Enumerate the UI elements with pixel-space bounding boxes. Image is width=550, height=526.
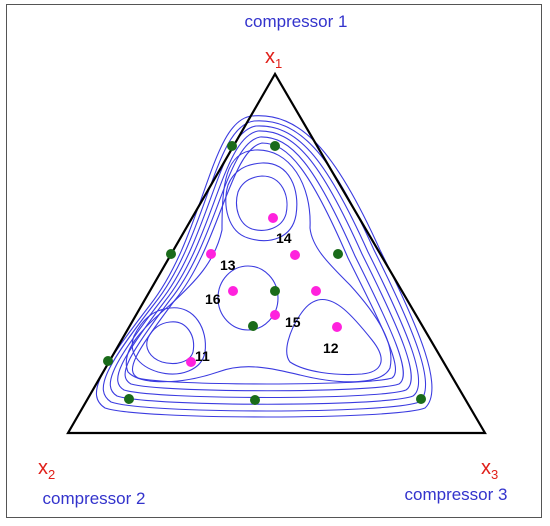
magenta-points (186, 213, 342, 367)
contour-outer-4 (117, 130, 412, 399)
point-label-13: 13 (220, 257, 236, 273)
ternary-triangle (66, 71, 487, 435)
contour-center-loop (217, 265, 279, 331)
contour-outer-5 (124, 136, 404, 392)
magenta-point (206, 249, 216, 259)
green-point (270, 141, 280, 151)
point-label-15: 15 (285, 314, 301, 330)
green-point (124, 394, 134, 404)
green-point (227, 141, 237, 151)
contour-left-lobe-1 (131, 307, 206, 375)
contour-lines (96, 115, 433, 418)
point-label-14: 14 (276, 230, 292, 246)
green-point (103, 356, 113, 366)
green-point (270, 286, 280, 296)
contour-top-lobe-2 (235, 175, 288, 231)
green-point (250, 395, 260, 405)
green-point (166, 249, 176, 259)
axis-symbol-x1: x1 (265, 46, 282, 71)
magenta-point (290, 250, 300, 260)
green-point (333, 249, 343, 259)
vertex-label-compressor-3: compressor 3 (405, 485, 508, 504)
point-label-12: 12 (323, 340, 339, 356)
magenta-point-16 (228, 286, 238, 296)
magenta-point-14 (268, 213, 278, 223)
vertex-label-compressor-1: compressor 1 (245, 12, 348, 31)
vertex-label-compressor-2: compressor 2 (43, 489, 146, 508)
point-label-16: 16 (205, 291, 221, 307)
contour-top-lobe-1 (225, 162, 298, 242)
green-point (248, 321, 258, 331)
axis-symbol-x3: x3 (481, 457, 498, 482)
magenta-point (311, 286, 321, 296)
contour-left-lobe-2 (146, 321, 195, 365)
contour-outer-1 (96, 115, 433, 418)
contour-outer-6 (131, 142, 396, 385)
contour-right-lobe-1 (286, 298, 382, 375)
magenta-point-15 (270, 310, 280, 320)
magenta-point-12 (332, 322, 342, 332)
green-points (103, 141, 426, 405)
contour-trilobe (125, 149, 392, 383)
axis-symbol-x2: x2 (38, 457, 55, 482)
green-point (416, 394, 426, 404)
point-label-11: 11 (195, 348, 210, 364)
magenta-point-11 (186, 357, 196, 367)
contour-outer-3 (109, 125, 420, 405)
